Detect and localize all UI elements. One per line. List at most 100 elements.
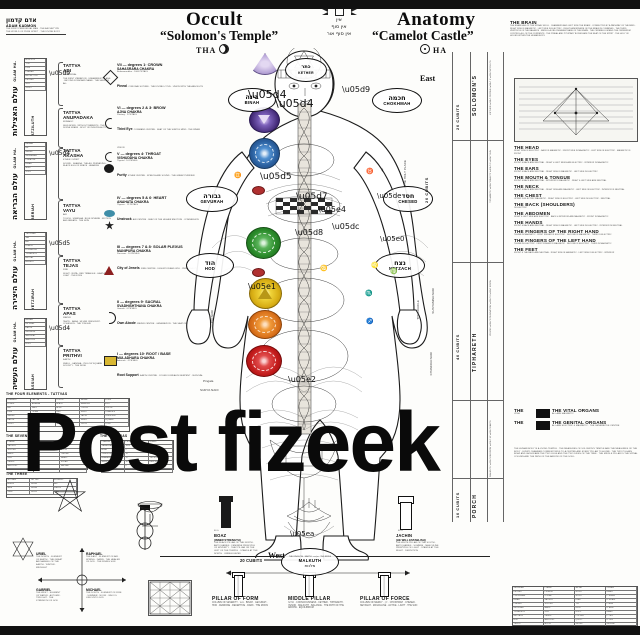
ain-soph-hebrew: אין סוף <box>331 24 347 30</box>
table-heading-seven: THE SEVEN <box>6 434 28 438</box>
boaz-label-block: BOAZ (INNER STRENGTH) THE BLACK PILLAR O… <box>214 533 258 556</box>
hebrew-letter-body-lamed: \u05dc <box>332 222 360 231</box>
chakra-info-muladhara: I — degrees 10· ROOT / BASE MULADHARA CH… <box>117 352 203 377</box>
zodiac-sagittarius: ♐ <box>366 319 374 325</box>
panel-the-brain: THE BRAIN THE BRAIN HAS OF THE SPINAL SK… <box>510 20 636 38</box>
triangle-left-icon <box>321 9 328 15</box>
zodiac-virgo: ♍ <box>390 269 398 275</box>
boaz-text: THE BLACK PILLAR OF THE NORTH · ANTIQUAR… <box>214 542 258 555</box>
chakra-anahata <box>246 227 281 259</box>
nadi-surya-label: SURYA NADI <box>200 388 219 392</box>
hebrew-letter-body-he2: \u05d4 <box>275 97 314 110</box>
human-body-diagram <box>186 48 429 561</box>
archangel-michael: MICHAEL THE SOUTH · ELEMENT OF FIRE · SU… <box>86 588 122 600</box>
caduceus-diagram <box>128 504 162 552</box>
tattva-symbol-crescent-open <box>105 118 112 129</box>
tattva-symbol-yellow-square <box>104 356 117 366</box>
archangel-uriel: URIEL THE NORTH · ELEMENT OF EARTH · THE… <box>36 552 63 569</box>
temple-ornament <box>276 498 342 544</box>
chakra-minor-lower <box>252 268 265 277</box>
hebrew-letter-body-mem: \u05de <box>377 192 402 200</box>
sun-icon <box>420 44 430 54</box>
pillar-of-form-label: PILLAR OF FORM COLUMN OF SEVERITY · בועז… <box>212 596 268 607</box>
vertical-label-tiphareth: TIPHARETH <box>472 332 478 372</box>
ha-label: HA <box>420 44 447 55</box>
adam-kadmon-block: אדם קדמון ADAM KADMON THE FIRST PRIMORDI… <box>6 17 68 35</box>
ink-block-2 <box>536 421 550 430</box>
sephirah-netzach: נצח NETZACH <box>375 253 425 278</box>
vertical-label-solomons: SOLOMON'S <box>472 74 478 116</box>
chakra-svadhishthana <box>248 310 282 339</box>
sephirah-malkuth: THE KINGDOM · EARTH · מלכות · THE BRIDE … <box>281 548 339 576</box>
hebrew-letter-body-vav: \u05d5 <box>260 172 292 182</box>
measurement-40-cubits: 40 CUBITS <box>455 334 460 360</box>
chakra-info-vishuddha: V — degrees 4· THROAT VISHUDDHA CHAKRA T… <box>117 152 195 177</box>
subtitle-solomons-temple: “Solomon's Temple” <box>160 28 279 43</box>
tattva-symbol-red-triangle <box>104 266 114 275</box>
nadi-chandra-label: CHANDRA NADI <box>429 352 433 376</box>
hebrew-letter-body-peh: \u05e4 <box>318 205 346 214</box>
archangel-gabriel: GABRIEL THE WEST · ELEMENT OF WATER · AU… <box>36 588 61 603</box>
hexagram-diagram <box>10 536 36 562</box>
body-part-vital-genital: THE VITAL THE VITAL ORGANS ALL ARE MAGNE… <box>514 408 638 430</box>
boaz-name: BOAZ <box>214 533 227 538</box>
chakra-muladhara <box>246 345 282 377</box>
span-20-cubits-label: 20 CUBITS <box>238 558 265 563</box>
chalice-diagram <box>130 500 170 534</box>
magic-square-diagram <box>148 580 192 616</box>
brain-heading: THE BRAIN <box>510 20 537 25</box>
nadi-sushumna-label: SUSHUMNA NADI <box>431 288 435 314</box>
chakra-manipura <box>249 278 282 309</box>
hebrew-letter-he: \u05d4 <box>49 150 71 157</box>
adam-kadmon-hebrew: אדם קדמון <box>6 17 37 24</box>
zodiac-venus: ♀ <box>380 168 385 174</box>
zodiac-cancer: ♋ <box>320 266 328 272</box>
hebrew-letter-body-yod: \u05d9 <box>342 85 371 94</box>
hebrew-letter-he-final: \u05d4 <box>49 325 71 332</box>
table-heading-three: THE THREE <box>6 472 28 476</box>
zodiac-scorpio: ♏ <box>365 291 373 297</box>
archangel-quadrant-diagram <box>34 546 130 614</box>
boaz-gloss: (INNER STRENGTH) <box>214 538 241 542</box>
jachin-label-block: JACHIN (HE WILL ESTABLISH) THE WHITE PIL… <box>396 533 444 553</box>
sephirah-hod: הוד HOD <box>186 253 234 278</box>
ain-soph-aur-hebrew: אין סוף אור <box>326 31 352 37</box>
adam-kadmon-note-1: THE FIRST PRIMORDIAL MAN · THE ARCHETYPE <box>6 28 60 30</box>
east-label: East <box>420 74 436 83</box>
chakra-info-ajna: VI — degrees 2 & 3· BROW AJNA CHAKRA Pit… <box>117 106 200 149</box>
tattva-symbol-star <box>105 221 114 230</box>
chakra-info-sahasrara: VII — degrees 1· CROWN SAHASRARA CHAKRA … <box>117 63 204 88</box>
sephirah-chesed: חסד CHESED <box>383 186 433 212</box>
pentagram-diagram <box>52 478 88 514</box>
chakra-minor-upper <box>252 186 265 195</box>
temple-zone-oracle: THE ORACLE <box>416 300 420 320</box>
chakra-info-anahata: IV — degrees 5 & 6· HEART ANAHATA CHAKRA… <box>117 196 199 221</box>
tha-label: THA <box>196 44 230 55</box>
jachin-gloss: (HE WILL ESTABLISH) <box>396 538 426 542</box>
nadi-pingala-label: Pingala <box>203 379 214 383</box>
table-heading-chakras: THE CHAKRAS <box>100 434 128 438</box>
chakra-info-svadhishthana: II — degrees 9· SACRAL SVADHISHTHANA CHA… <box>117 300 196 325</box>
measurement-10-cubits: 10 CUBITS <box>455 492 460 518</box>
chakra-info-manipura: III — degrees 7 & 8· SOLAR PLEXUS MANIPU… <box>117 245 203 270</box>
jachin-text: THE WHITE PILLAR OF THE SOUTH · ANTIQUAR… <box>396 542 439 553</box>
measurement-20-cubits-side: 20 CUBITS <box>424 177 429 203</box>
sephirah-gevurah: גבורה GEVURAH <box>186 186 238 212</box>
page-title-anatomy: Anatomy <box>397 9 476 30</box>
page-title-occult: Occult <box>186 9 243 30</box>
subtitle-camelot-castle: “Camelot Castle” <box>372 28 474 43</box>
hebrew-letter-yod: \u05d9 <box>49 70 71 77</box>
sephirah-binah: בינה BINAH <box>228 88 276 112</box>
